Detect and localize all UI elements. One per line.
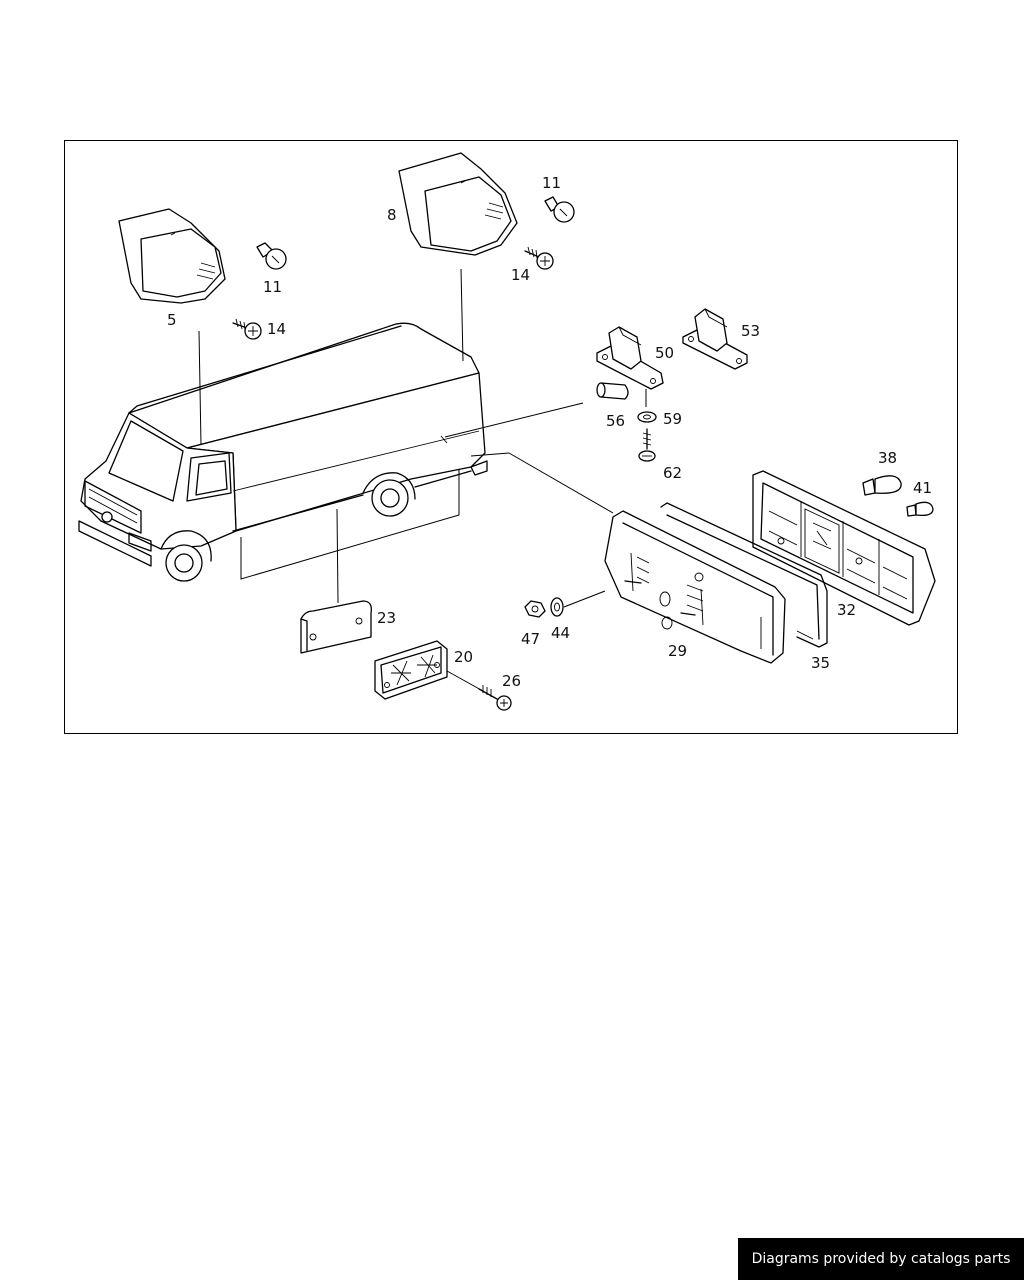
leader-lines [198,268,647,692]
label-part-44: 44 [551,624,570,642]
label-part-20: 20 [454,648,473,666]
part-47-nut [524,600,546,618]
label-part-11-right: 11 [542,174,561,192]
label-part-50: 50 [655,344,674,362]
parts-diagram-frame: 5 11 14 8 11 14 50 53 56 59 62 38 41 32 … [64,140,958,734]
part-41-bulb [906,501,934,517]
label-part-23: 23 [377,609,396,627]
label-part-47: 47 [521,630,540,648]
credit-text: Diagrams provided by catalogs parts [751,1251,1011,1267]
label-part-29: 29 [668,642,687,660]
part-38-bulb [862,475,902,496]
label-part-53: 53 [741,322,760,340]
label-part-62: 62 [663,464,682,482]
parts-diagram: 5 11 14 8 11 14 50 53 56 59 62 38 41 32 … [78,152,936,711]
label-part-38: 38 [878,449,897,467]
credit-banner: Diagrams provided by catalogs parts [738,1238,1024,1280]
part-62-screw [638,428,656,462]
part-8-marker-lamp [398,152,518,256]
part-50-license-lamp [596,326,664,390]
part-44-washer [550,597,564,617]
label-part-41: 41 [913,479,932,497]
label-part-14-right: 14 [511,266,530,284]
part-35-gasket [660,502,828,648]
part-11-bulb-left [256,242,287,270]
label-part-11-left: 11 [263,278,282,296]
part-14-screw-right [524,246,554,270]
part-number-labels: 5 11 14 8 11 14 50 53 56 59 62 38 41 32 … [167,174,932,690]
part-11-bulb-right [544,196,575,223]
part-59-washer [637,411,657,423]
part-20-side-reflector [374,640,448,700]
part-5-marker-lamp [118,208,226,304]
part-23-reflector-pad [300,600,372,654]
label-part-14-left: 14 [267,320,286,338]
part-14-screw-left [232,318,262,340]
label-part-8: 8 [387,206,397,224]
van-illustration [78,322,488,582]
label-part-56: 56 [606,412,625,430]
part-53-license-lamp [682,308,748,370]
part-29-tail-lamp [604,510,786,664]
label-part-35: 35 [811,654,830,672]
part-56-bulb [596,382,629,400]
part-26-screw [478,685,512,711]
label-part-59: 59 [663,410,682,428]
label-part-26: 26 [502,672,521,690]
part-32-bulb-carrier [752,470,936,626]
label-part-32: 32 [837,601,856,619]
label-part-5: 5 [167,311,177,329]
